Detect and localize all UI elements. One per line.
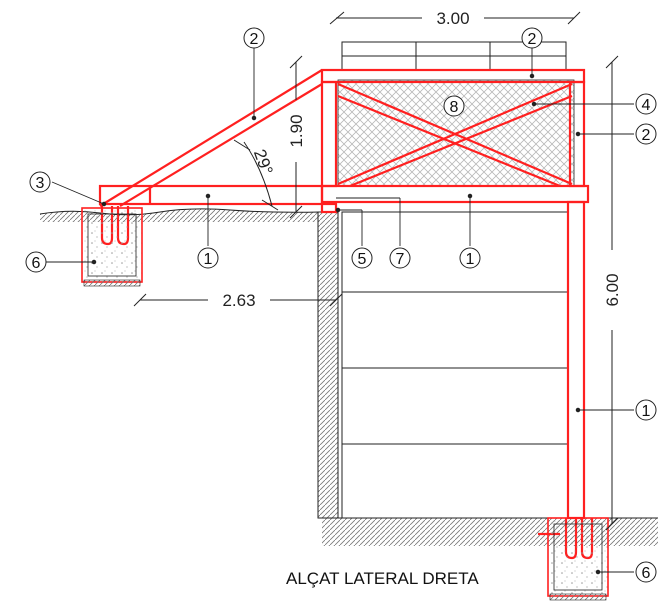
svg-text:3: 3: [36, 175, 45, 192]
dim-base-width: 2.63: [222, 291, 255, 310]
callout-8: 8: [443, 95, 465, 117]
callout-1-right: 1: [635, 399, 657, 421]
leader-lines: [46, 48, 634, 575]
svg-text:5: 5: [358, 251, 367, 268]
svg-text:7: 7: [396, 251, 405, 268]
inclined-strut: [99, 69, 323, 207]
dim-top-width: 3.00: [436, 9, 469, 28]
top-beam: [320, 68, 586, 84]
retaining-wall: [317, 211, 339, 519]
dim-total-height: 6.00: [603, 273, 622, 306]
svg-text:6: 6: [642, 565, 651, 582]
callout-2-post: 2: [635, 123, 657, 145]
callout-4: 4: [635, 93, 657, 115]
svg-text:6: 6: [32, 255, 41, 272]
svg-text:1: 1: [204, 251, 213, 268]
svg-text:2: 2: [528, 31, 537, 48]
right-post-lower: [566, 200, 586, 520]
dim-angle: 29°: [250, 147, 277, 178]
dimension-lines: [133, 11, 619, 531]
svg-text:2: 2: [642, 127, 651, 144]
callout-2-strut: 2: [243, 27, 265, 49]
brace-b: [337, 82, 573, 186]
callout-1-mid: 1: [459, 247, 481, 269]
callout-5: 5: [351, 247, 373, 269]
floor-beam: [320, 184, 590, 204]
ground-beam: [98, 184, 324, 206]
foundation-left: [81, 207, 143, 287]
callout-2-top: 2: [521, 27, 543, 49]
svg-text:8: 8: [450, 99, 459, 116]
callout-6-right: 6: [635, 561, 657, 583]
svg-text:2: 2: [250, 31, 259, 48]
drawing-title: ALÇAT LATERAL DRETA: [286, 569, 479, 588]
left-post: [320, 80, 338, 188]
lower-panels: [341, 211, 569, 519]
svg-text:1: 1: [642, 403, 651, 420]
callout-7: 7: [389, 247, 411, 269]
svg-text:1: 1: [466, 251, 475, 268]
callout-1-left: 1: [197, 247, 219, 269]
svg-text:4: 4: [642, 97, 651, 114]
callout-3: 3: [29, 171, 51, 193]
callout-6-left: 6: [25, 251, 47, 273]
foundation-right: [547, 517, 609, 601]
dim-roof-rise: 1.90: [287, 114, 306, 147]
background-panels: [341, 41, 569, 519]
